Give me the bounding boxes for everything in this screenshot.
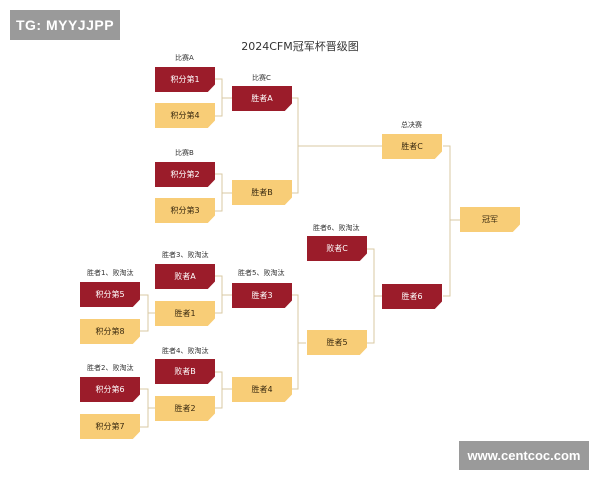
box-points-4: 积分第4: [155, 103, 215, 128]
box-winner-b: 胜者B: [232, 180, 292, 205]
box-points-6: 积分第6: [80, 377, 140, 402]
box-points-1: 积分第1: [155, 67, 215, 92]
box-points-5: 积分第5: [80, 282, 140, 307]
box-loser-c: 败者C: [307, 236, 367, 261]
label-match-b: 比赛B: [175, 149, 194, 157]
label-w1-loser: 胜者1、败淘汰: [87, 269, 134, 277]
label-match-c: 比赛C: [252, 74, 271, 82]
label-match-a: 比赛A: [175, 54, 194, 62]
box-points-7: 积分第7: [80, 414, 140, 439]
watermark-bottom: www.centcoc.com: [459, 441, 589, 470]
box-winner-1: 胜者1: [155, 301, 215, 326]
box-winner-a: 胜者A: [232, 86, 292, 111]
box-points-8: 积分第8: [80, 319, 140, 344]
label-w4-loser: 胜者4、败淘汰: [162, 347, 209, 355]
box-champion: 冠军: [460, 207, 520, 232]
box-winner-6: 胜者6: [382, 284, 442, 309]
watermark-top: TG: MYYJJPP: [10, 10, 120, 40]
label-w6-loser: 胜者6、败淘汰: [313, 224, 360, 232]
label-w5-loser: 胜者5、败淘汰: [238, 269, 285, 277]
box-winner-2: 胜者2: [155, 396, 215, 421]
box-winner-c: 胜者C: [382, 134, 442, 159]
box-loser-b: 败者B: [155, 359, 215, 384]
box-points-3: 积分第3: [155, 198, 215, 223]
label-w2-loser: 胜者2、败淘汰: [87, 364, 134, 372]
box-winner-5: 胜者5: [307, 330, 367, 355]
box-points-2: 积分第2: [155, 162, 215, 187]
label-final: 总决赛: [401, 121, 422, 129]
page-title: 2024CFM冠军杯晋级图: [241, 40, 359, 53]
box-winner-3: 胜者3: [232, 283, 292, 308]
box-winner-4: 胜者4: [232, 377, 292, 402]
box-loser-a: 败者A: [155, 264, 215, 289]
label-w3-loser: 胜者3、败淘汰: [162, 251, 209, 259]
